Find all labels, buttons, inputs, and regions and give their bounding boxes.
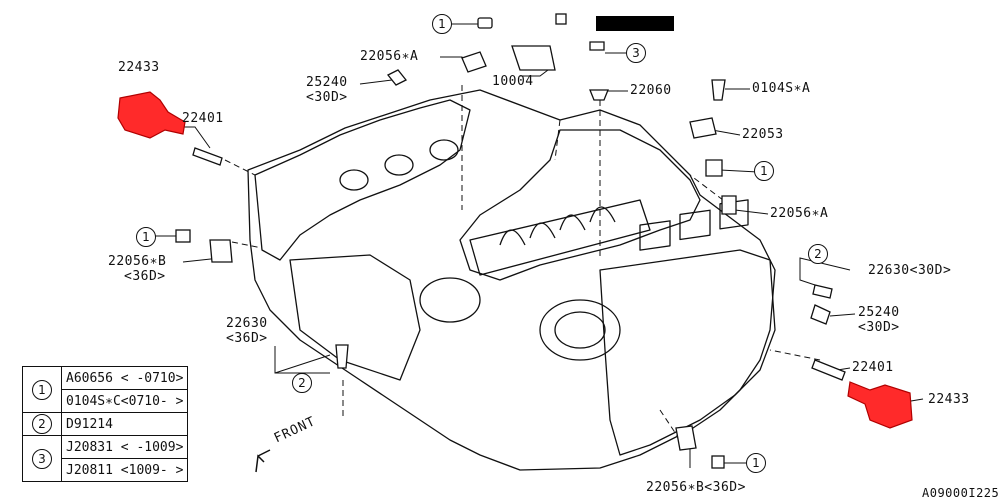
sensor-c1-right bbox=[705, 159, 723, 177]
callout-1-bottom: 1 bbox=[746, 453, 766, 473]
label-0104S-A: 0104S∗A bbox=[752, 81, 811, 96]
legend-callout-3: 3 bbox=[32, 448, 52, 469]
callout-1-left: 1 bbox=[136, 227, 156, 247]
leader-dash-8 bbox=[554, 119, 561, 161]
sensor-22060 bbox=[589, 89, 609, 101]
leader-25240-top bbox=[359, 79, 393, 85]
sensor-22053 bbox=[689, 117, 717, 139]
label-22053: 22053 bbox=[742, 127, 784, 142]
leader-callout1-right bbox=[719, 169, 759, 173]
leader-22053 bbox=[711, 129, 741, 136]
label-22401-right: 22401 bbox=[852, 360, 894, 375]
front-arrow-icon bbox=[255, 449, 271, 473]
sensor-22056B-bottom bbox=[675, 425, 697, 451]
legend-callout-2: 2 bbox=[32, 414, 52, 434]
legend-key-3: 3 bbox=[22, 435, 62, 482]
sensor-25240-right bbox=[810, 304, 831, 325]
legend-key-2: 2 bbox=[22, 412, 62, 436]
leader-dash-5 bbox=[689, 174, 724, 201]
label-22433-left: 22433 bbox=[118, 60, 160, 75]
label-22630-left-sub: <36D> bbox=[226, 331, 268, 346]
figure-id: A09000I225 bbox=[922, 486, 1000, 500]
legend-row: J20811 <1009- > bbox=[23, 458, 189, 482]
label-22056B-bottom: 22056∗B<36D> bbox=[646, 480, 746, 495]
sensor-22056A-top bbox=[461, 51, 487, 73]
bolt-left bbox=[175, 229, 191, 243]
intake-runners bbox=[469, 199, 651, 276]
leader-22056A-right bbox=[734, 209, 769, 215]
callout-3-top: 3 bbox=[626, 43, 646, 63]
legend-cell: A60656 < -0710> bbox=[60, 366, 189, 390]
label-22630-right: 22630<30D> bbox=[868, 263, 952, 278]
leader-22401-left bbox=[180, 126, 211, 149]
legend-cell: J20831 < -1009> bbox=[60, 435, 189, 459]
sensor-22630-left bbox=[335, 344, 349, 369]
sensor-22401-right bbox=[811, 359, 846, 381]
engine-block-outline bbox=[247, 89, 776, 471]
label-22056B-left-sub: <36D> bbox=[124, 269, 166, 284]
label-10004: 10004 bbox=[492, 74, 534, 89]
front-window-2 bbox=[679, 209, 711, 241]
legend-cell: J20811 <1009- > bbox=[60, 458, 189, 482]
label-22401-left: 22401 bbox=[182, 111, 224, 126]
legend-row: 1 A60656 < -0710> bbox=[22, 366, 189, 413]
cam-pulley bbox=[419, 277, 481, 323]
callout-2-left: 2 bbox=[292, 373, 312, 393]
sensor-22056B-left bbox=[209, 239, 233, 263]
timing-cover bbox=[599, 249, 776, 456]
leader-10004 bbox=[520, 69, 549, 77]
sensor-22401-left bbox=[192, 147, 223, 166]
label-22433-right: 22433 bbox=[928, 392, 970, 407]
legend-callout-1: 1 bbox=[32, 379, 52, 400]
sensor-22630-right bbox=[812, 284, 833, 299]
sensor-0104S bbox=[711, 79, 726, 101]
right-cylinder-head bbox=[459, 129, 701, 281]
callout-1-right: 1 bbox=[754, 161, 774, 181]
bolt-center bbox=[555, 13, 567, 25]
legend-table: 1 A60656 < -0710> 0104S∗C<0710- > 2 D912… bbox=[22, 366, 189, 482]
legend-cell: D91214 bbox=[60, 412, 189, 436]
crank-pulley bbox=[539, 299, 621, 361]
callout-1-top: 1 bbox=[432, 14, 452, 34]
redaction-bar bbox=[596, 16, 674, 31]
bolt-22060 bbox=[589, 41, 605, 51]
ignition-coil-right bbox=[847, 381, 913, 429]
bolt-top bbox=[477, 17, 493, 29]
legend-row: 3 J20831 < -1009> bbox=[22, 435, 189, 482]
legend-key-1: 1 bbox=[22, 366, 62, 413]
left-cylinder-head bbox=[254, 99, 471, 261]
ignition-coil-left bbox=[117, 91, 186, 139]
label-22056A-top: 22056∗A bbox=[360, 49, 419, 64]
leader-dash-2 bbox=[231, 241, 263, 249]
label-25240-top: 25240 bbox=[306, 75, 348, 90]
lower-block bbox=[289, 254, 421, 381]
bolt-bottom bbox=[711, 455, 725, 469]
cylinder-bores bbox=[339, 139, 459, 191]
callout-2-right: 2 bbox=[808, 244, 828, 264]
legend-row: 2 D91214 bbox=[22, 412, 189, 436]
leader-dash-1 bbox=[224, 159, 256, 176]
label-22056A-right: 22056∗A bbox=[770, 206, 829, 221]
label-22630-left: 22630 bbox=[226, 316, 268, 331]
sensor-22056A-right bbox=[721, 195, 737, 215]
leader-22630-left bbox=[274, 346, 331, 374]
label-25240-right-sub: <30D> bbox=[858, 320, 900, 335]
legend-row: 0104S∗C<0710- > bbox=[23, 389, 189, 413]
leader-dash-7 bbox=[769, 349, 821, 361]
leader-22630-right bbox=[799, 257, 851, 291]
front-window-1 bbox=[639, 220, 671, 251]
sensor-25240-top bbox=[386, 69, 408, 86]
leader-25240-right bbox=[829, 313, 856, 317]
label-25240-right: 25240 bbox=[858, 305, 900, 320]
legend-cell: 0104S∗C<0710- > bbox=[60, 389, 189, 413]
label-22056B-left: 22056∗B bbox=[108, 254, 167, 269]
bracket-10004 bbox=[511, 45, 556, 71]
label-25240-top-sub: <30D> bbox=[306, 90, 348, 105]
label-22060: 22060 bbox=[630, 83, 672, 98]
